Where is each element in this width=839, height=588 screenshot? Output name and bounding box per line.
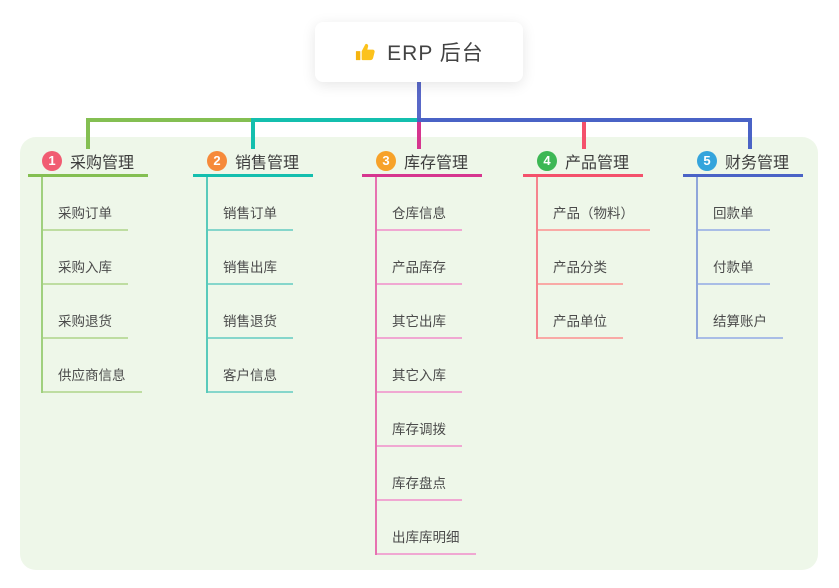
child-row: 销售出库 <box>208 231 343 285</box>
branch-product-children: 产品（物料） 产品分类产品单位 <box>536 177 673 339</box>
child-node[interactable]: 产品单位 <box>538 314 623 339</box>
child-row: 供应商信息 <box>43 339 178 393</box>
child-node[interactable]: 回款单 <box>698 206 770 231</box>
child-node[interactable]: 其它出库 <box>377 314 462 339</box>
child-row: 采购入库 <box>43 231 178 285</box>
branch-product: 4 产品管理 产品（物料） 产品分类产品单位 <box>523 148 673 339</box>
child-node[interactable]: 采购订单 <box>43 206 128 231</box>
child-node[interactable]: 采购入库 <box>43 260 128 285</box>
child-row: 销售退货 <box>208 285 343 339</box>
child-row: 付款单 <box>698 231 833 285</box>
branch-sales-node[interactable]: 2 销售管理 <box>193 148 313 177</box>
child-row: 库存盘点 <box>377 447 512 501</box>
branch-1-drop-line <box>86 118 90 149</box>
branch-number-badge: 1 <box>42 151 62 171</box>
branch-number-badge: 3 <box>376 151 396 171</box>
child-node[interactable]: 客户信息 <box>208 368 293 393</box>
horizontal-connector-blue <box>417 118 752 122</box>
branch-product-node[interactable]: 4 产品管理 <box>523 148 643 177</box>
child-node[interactable]: 产品分类 <box>538 260 623 285</box>
thumbs-up-icon <box>354 41 377 64</box>
branch-4-drop-line <box>582 120 586 149</box>
branch-number-badge: 2 <box>207 151 227 171</box>
child-row: 采购退货 <box>43 285 178 339</box>
child-node[interactable]: 出库库明细 <box>377 530 476 555</box>
child-node[interactable]: 产品（物料） <box>538 206 650 231</box>
branch-purchase: 1 采购管理 采购订单采购入库采购退货供应商信息 <box>28 148 178 393</box>
child-node[interactable]: 销售订单 <box>208 206 293 231</box>
horizontal-connector-green <box>86 118 255 122</box>
child-row: 结算账户 <box>698 285 833 339</box>
child-node[interactable]: 供应商信息 <box>43 368 142 393</box>
root-node-label: ERP 后台 <box>387 42 484 65</box>
branch-inventory-node[interactable]: 3 库存管理 <box>362 148 482 177</box>
child-node[interactable]: 采购退货 <box>43 314 128 339</box>
child-row: 回款单 <box>698 177 833 231</box>
child-node[interactable]: 其它入库 <box>377 368 462 393</box>
child-row: 其它入库 <box>377 339 512 393</box>
horizontal-connector-teal <box>251 118 421 122</box>
branch-title: 销售管理 <box>235 155 300 172</box>
branch-inventory: 3 库存管理 仓库信息产品库存其它出库其它入库库存调拨库存盘点出库库明细 <box>362 148 512 555</box>
branch-title: 财务管理 <box>725 155 790 172</box>
child-node[interactable]: 仓库信息 <box>377 206 462 231</box>
child-row: 库存调拨 <box>377 393 512 447</box>
branch-title: 库存管理 <box>404 155 469 172</box>
child-row: 采购订单 <box>43 177 178 231</box>
branch-sales: 2 销售管理 销售订单销售出库销售退货客户信息 <box>193 148 343 393</box>
child-row: 出库库明细 <box>377 501 512 555</box>
branch-number-badge: 4 <box>537 151 557 171</box>
child-row: 仓库信息 <box>377 177 512 231</box>
branch-3-drop-line <box>417 120 421 149</box>
child-row: 产品单位 <box>538 285 673 339</box>
child-node[interactable]: 销售退货 <box>208 314 293 339</box>
branch-number-badge: 5 <box>697 151 717 171</box>
child-node[interactable]: 产品库存 <box>377 260 462 285</box>
branch-title: 产品管理 <box>565 155 630 172</box>
child-row: 其它出库 <box>377 285 512 339</box>
branch-title: 采购管理 <box>70 155 135 172</box>
branch-purchase-children: 采购订单采购入库采购退货供应商信息 <box>41 177 178 393</box>
child-node[interactable]: 结算账户 <box>698 314 783 339</box>
branch-2-drop-line <box>251 118 255 149</box>
branch-sales-children: 销售订单销售出库销售退货客户信息 <box>206 177 343 393</box>
child-row: 产品库存 <box>377 231 512 285</box>
branch-5-drop-line <box>748 118 752 149</box>
child-node[interactable]: 销售出库 <box>208 260 293 285</box>
branch-finance-children: 回款单付款单结算账户 <box>696 177 833 339</box>
branch-inventory-children: 仓库信息产品库存其它出库其它入库库存调拨库存盘点出库库明细 <box>375 177 512 555</box>
child-node[interactable]: 库存调拨 <box>377 422 462 447</box>
child-node[interactable]: 库存盘点 <box>377 476 462 501</box>
child-row: 产品（物料） <box>538 177 673 231</box>
root-connector-line <box>417 82 421 122</box>
branch-finance: 5 财务管理 回款单付款单结算账户 <box>683 148 833 339</box>
child-node[interactable]: 付款单 <box>698 260 770 285</box>
branch-purchase-node[interactable]: 1 采购管理 <box>28 148 148 177</box>
child-row: 产品分类 <box>538 231 673 285</box>
branch-finance-node[interactable]: 5 财务管理 <box>683 148 803 177</box>
branches-background-panel <box>20 137 818 570</box>
child-row: 客户信息 <box>208 339 343 393</box>
root-node[interactable]: ERP 后台 <box>315 22 523 82</box>
child-row: 销售订单 <box>208 177 343 231</box>
